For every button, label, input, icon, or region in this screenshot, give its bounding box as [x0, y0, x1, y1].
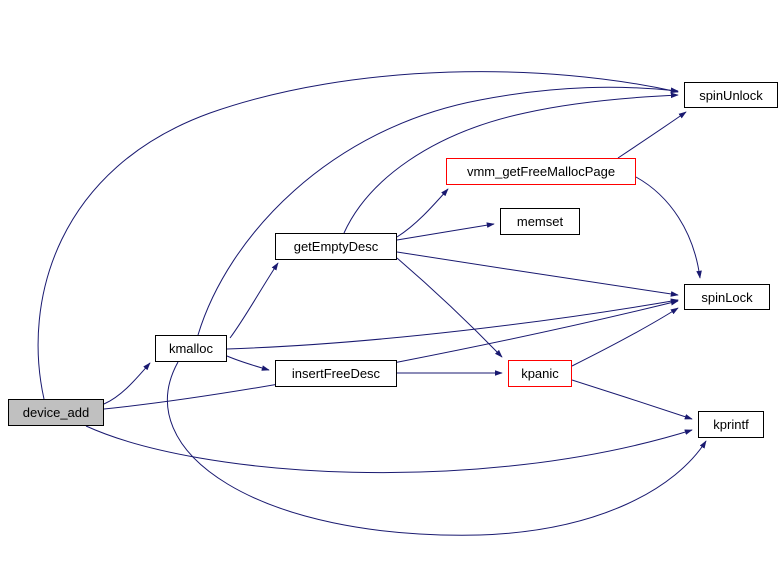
edge-kmalloc-to-spinUnlock: [197, 86, 679, 336]
edge-kmalloc-to-spinLock: [226, 298, 679, 350]
edge-device_add-to-kprintf: [85, 425, 693, 474]
edge-kmalloc-to-insertFreeDesc: [226, 355, 270, 371]
edge-getEmptyDesc-to-vmm_getFreeMallocPage: [396, 188, 449, 238]
node-spinLock[interactable]: spinLock: [684, 284, 770, 310]
edge-kpanic-to-kprintf: [571, 379, 693, 420]
node-memset[interactable]: memset: [500, 208, 580, 235]
edge-kmalloc-to-kprintf: [166, 361, 707, 536]
node-kprintf[interactable]: kprintf: [698, 411, 764, 438]
edge-vmm_getFreeMallocPage-to-spinLock: [635, 176, 702, 279]
node-device_add: device_add: [8, 399, 104, 426]
node-vmm_getFreeMallocPage[interactable]: vmm_getFreeMallocPage: [446, 158, 636, 185]
edge-device_add-to-spinLock: [103, 300, 679, 410]
node-insertFreeDesc[interactable]: insertFreeDesc: [275, 360, 397, 387]
edge-getEmptyDesc-to-spinLock: [396, 251, 679, 297]
edge-getEmptyDesc-to-spinUnlock: [343, 92, 679, 234]
node-kmalloc[interactable]: kmalloc: [155, 335, 227, 362]
edge-kmalloc-to-getEmptyDesc: [229, 262, 279, 339]
edge-device_add-to-spinUnlock: [37, 71, 679, 400]
node-spinUnlock[interactable]: spinUnlock: [684, 82, 778, 108]
edge-device_add-to-kmalloc: [103, 362, 151, 405]
edge-kpanic-to-spinLock: [571, 307, 679, 367]
node-kpanic[interactable]: kpanic: [508, 360, 572, 387]
edge-getEmptyDesc-to-memset: [396, 222, 495, 241]
node-getEmptyDesc[interactable]: getEmptyDesc: [275, 233, 397, 260]
edge-getEmptyDesc-to-kpanic: [396, 257, 503, 358]
edge-vmm_getFreeMallocPage-to-spinUnlock: [617, 111, 687, 159]
